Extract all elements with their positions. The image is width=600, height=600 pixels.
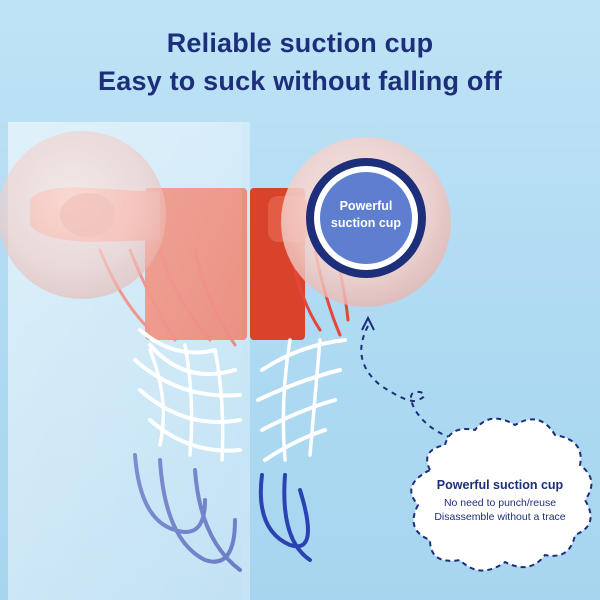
callout-text: Powerful suction cup No need to punch/re… — [420, 478, 580, 524]
dashed-arrow-icon — [360, 325, 453, 439]
cloud-bubble-icon — [410, 417, 593, 572]
callout-line-1: No need to punch/reuse — [443, 497, 557, 509]
headline-line-1: Reliable suction cup — [166, 28, 434, 58]
suction-cup-icon — [0, 131, 166, 299]
callout-title: Powerful suction cup — [436, 478, 564, 492]
callout-line-2: Disassemble without a trace — [434, 511, 566, 523]
suction-badge — [320, 172, 412, 264]
headline-line-2: Easy to suck without falling off — [98, 66, 502, 96]
badge-line-1: Powerful — [339, 199, 393, 213]
badge-line-2: suction cup — [330, 216, 402, 230]
suction-badge-label: Powerful suction cup — [318, 198, 414, 232]
